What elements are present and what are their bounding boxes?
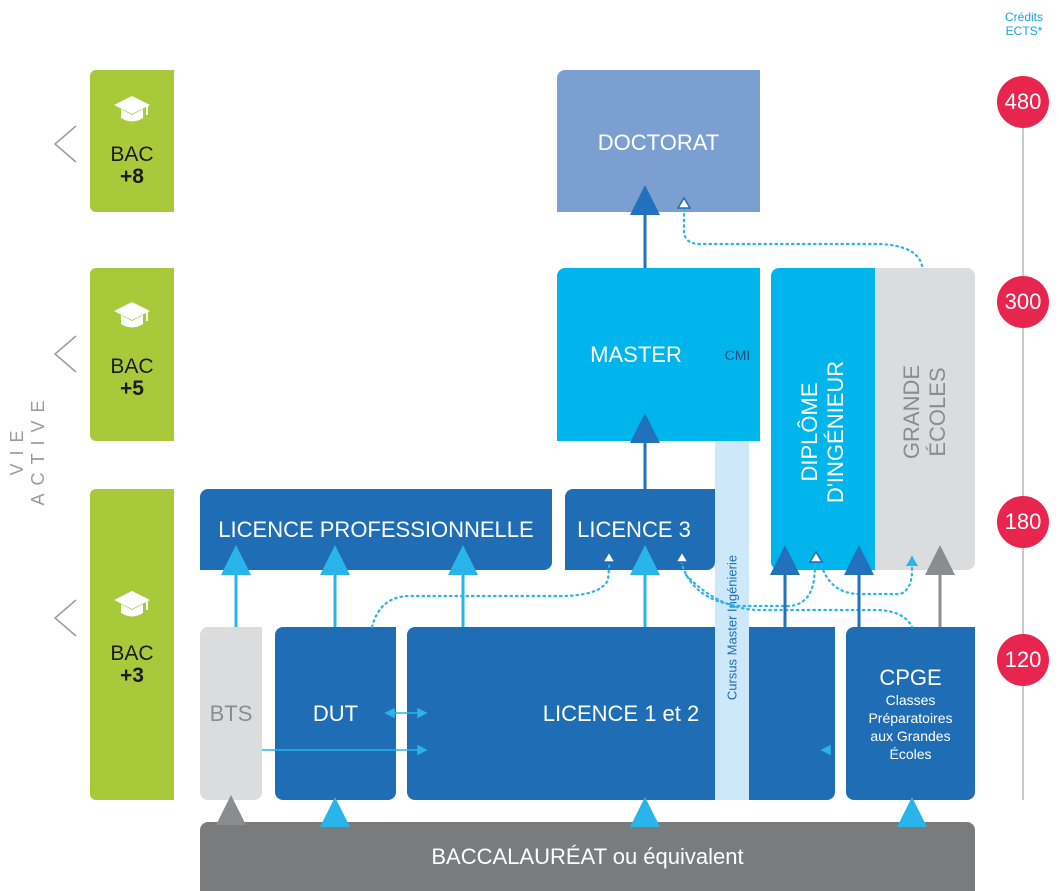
level-bac-5: BAC +5 [90,268,174,441]
cmi-label: CMI [724,346,751,363]
baccalaureat-label: BACCALAURÉAT ou équivalent [431,843,744,869]
master-label: MASTER [590,341,682,367]
credits-timeline [1022,80,1024,800]
licence12-box: LICENCE 1 et 2 [407,627,835,800]
licence-pro-label: LICENCE PROFESSIONNELLE [218,516,534,542]
cpge-line4: Écoles [889,745,932,762]
graduation-cap-icon [114,591,150,617]
bts-box: BTS [200,627,262,800]
level-line1: BAC [110,355,154,378]
credits-header-line2: ECTS* [1005,24,1043,38]
diplome-ingenieur-box: DIPLÔME D'INGÉNIEUR [771,268,875,570]
level-line1: BAC [110,143,154,166]
licence3-label: LICENCE 3 [577,516,691,542]
licence-pro-box: LICENCE PROFESSIONNELLE [200,489,552,570]
credit-300-badge: 300 [997,276,1049,328]
cpge-line2: Préparatoires [868,709,953,726]
level-line1: BAC [110,642,154,665]
level-line2: +3 [120,664,144,687]
level-bac-8: BAC +8 [90,70,174,212]
credit-480-badge: 480 [997,76,1049,128]
cpge-line3: aux Grandes [870,727,951,744]
chevron-left-icon [53,599,77,637]
licence12-label: LICENCE 1 et 2 [542,700,700,726]
master-box: MASTER [557,268,715,441]
dut-box: DUT [275,627,396,800]
graduation-cap-icon [114,302,150,328]
grande-ecoles-box: GRANDE ÉCOLES [875,268,975,570]
cpge-box: CPGE Classes Préparatoires aux Grandes É… [846,627,975,800]
graduation-cap-icon [114,96,150,122]
cmi-box: CMI [715,268,760,441]
credit-180-badge: 180 [997,496,1049,548]
cpge-title: CPGE [879,664,942,690]
credits-header: Crédits ECTS* [994,10,1054,38]
chevron-left-icon [53,335,77,373]
chevron-left-icon [53,125,77,163]
doctorat-label: DOCTORAT [597,130,720,155]
dut-label: DUT [312,700,359,726]
level-line2: +5 [120,377,144,400]
baccalaureat-bar: BACCALAURÉAT ou équivalent [200,822,975,891]
level-bac-3: BAC +3 [90,489,174,800]
bts-label: BTS [209,700,253,726]
credit-120-badge: 120 [997,634,1049,686]
cpge-line1: Classes [885,691,936,708]
doctorat-box: DOCTORAT [557,70,760,212]
cursus-master-bar: Cursus Master Ingénierie [715,441,749,800]
level-line2: +8 [120,165,144,188]
credits-header-line1: Crédits [1004,10,1043,24]
